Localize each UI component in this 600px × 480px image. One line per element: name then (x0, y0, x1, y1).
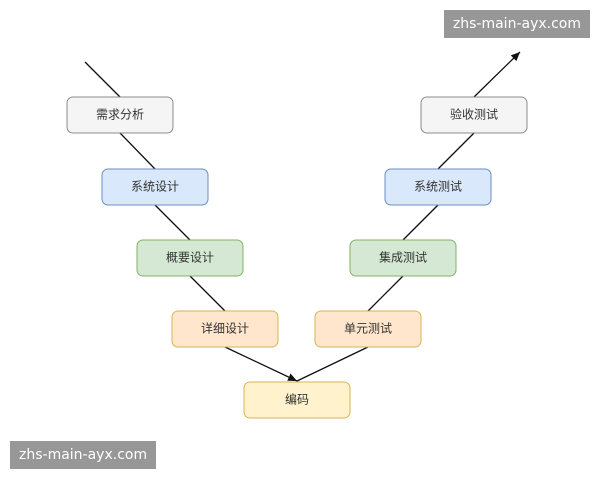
node-label: 验收测试 (450, 107, 498, 122)
entry-connector (84, 61, 121, 98)
node-integration-test: 集成测试 (349, 239, 457, 277)
connector-outline-design-to-detailed-design (189, 275, 226, 312)
connector-system-design-to-outline-design (154, 204, 191, 241)
node-label: 需求分析 (96, 108, 144, 122)
watermark-top: zhs-main-ayx.com (443, 10, 590, 38)
node-acceptance-test: 验收测试 (420, 96, 528, 134)
node-label: 单元测试 (344, 321, 392, 336)
watermark-bottom: zhs-main-ayx.com (10, 441, 157, 469)
connector-unit-test-to-integration-test (367, 275, 404, 312)
node-system-design: 系统设计 (101, 168, 209, 206)
node-label: 系统设计 (131, 180, 179, 194)
connector-detailed-design-to-coding (224, 346, 298, 382)
node-label: 概要设计 (166, 251, 214, 265)
node-label: 编码 (285, 392, 309, 407)
node-label: 详细设计 (201, 321, 249, 336)
node-outline-design: 概要设计 (136, 239, 244, 277)
watermark-text: zhs-main-ayx.com (19, 447, 148, 463)
connector-system-test-to-acceptance-test (437, 132, 475, 170)
node-label: 系统测试 (414, 179, 462, 194)
node-requirements-analysis: 需求分析 (66, 96, 174, 134)
exit-arrow (473, 51, 521, 98)
node-unit-test: 单元测试 (314, 310, 422, 348)
connector-coding-to-unit-test (296, 346, 369, 382)
node-detailed-design: 详细设计 (171, 310, 279, 348)
watermark-text: zhs-main-ayx.com (452, 16, 581, 32)
connector-requirements-to-system-design (119, 132, 156, 170)
node-system-test: 系统测试 (384, 168, 492, 206)
node-coding: 编码 (243, 381, 351, 419)
node-label: 集成测试 (379, 250, 427, 265)
connector-integration-test-to-system-test (402, 204, 439, 241)
